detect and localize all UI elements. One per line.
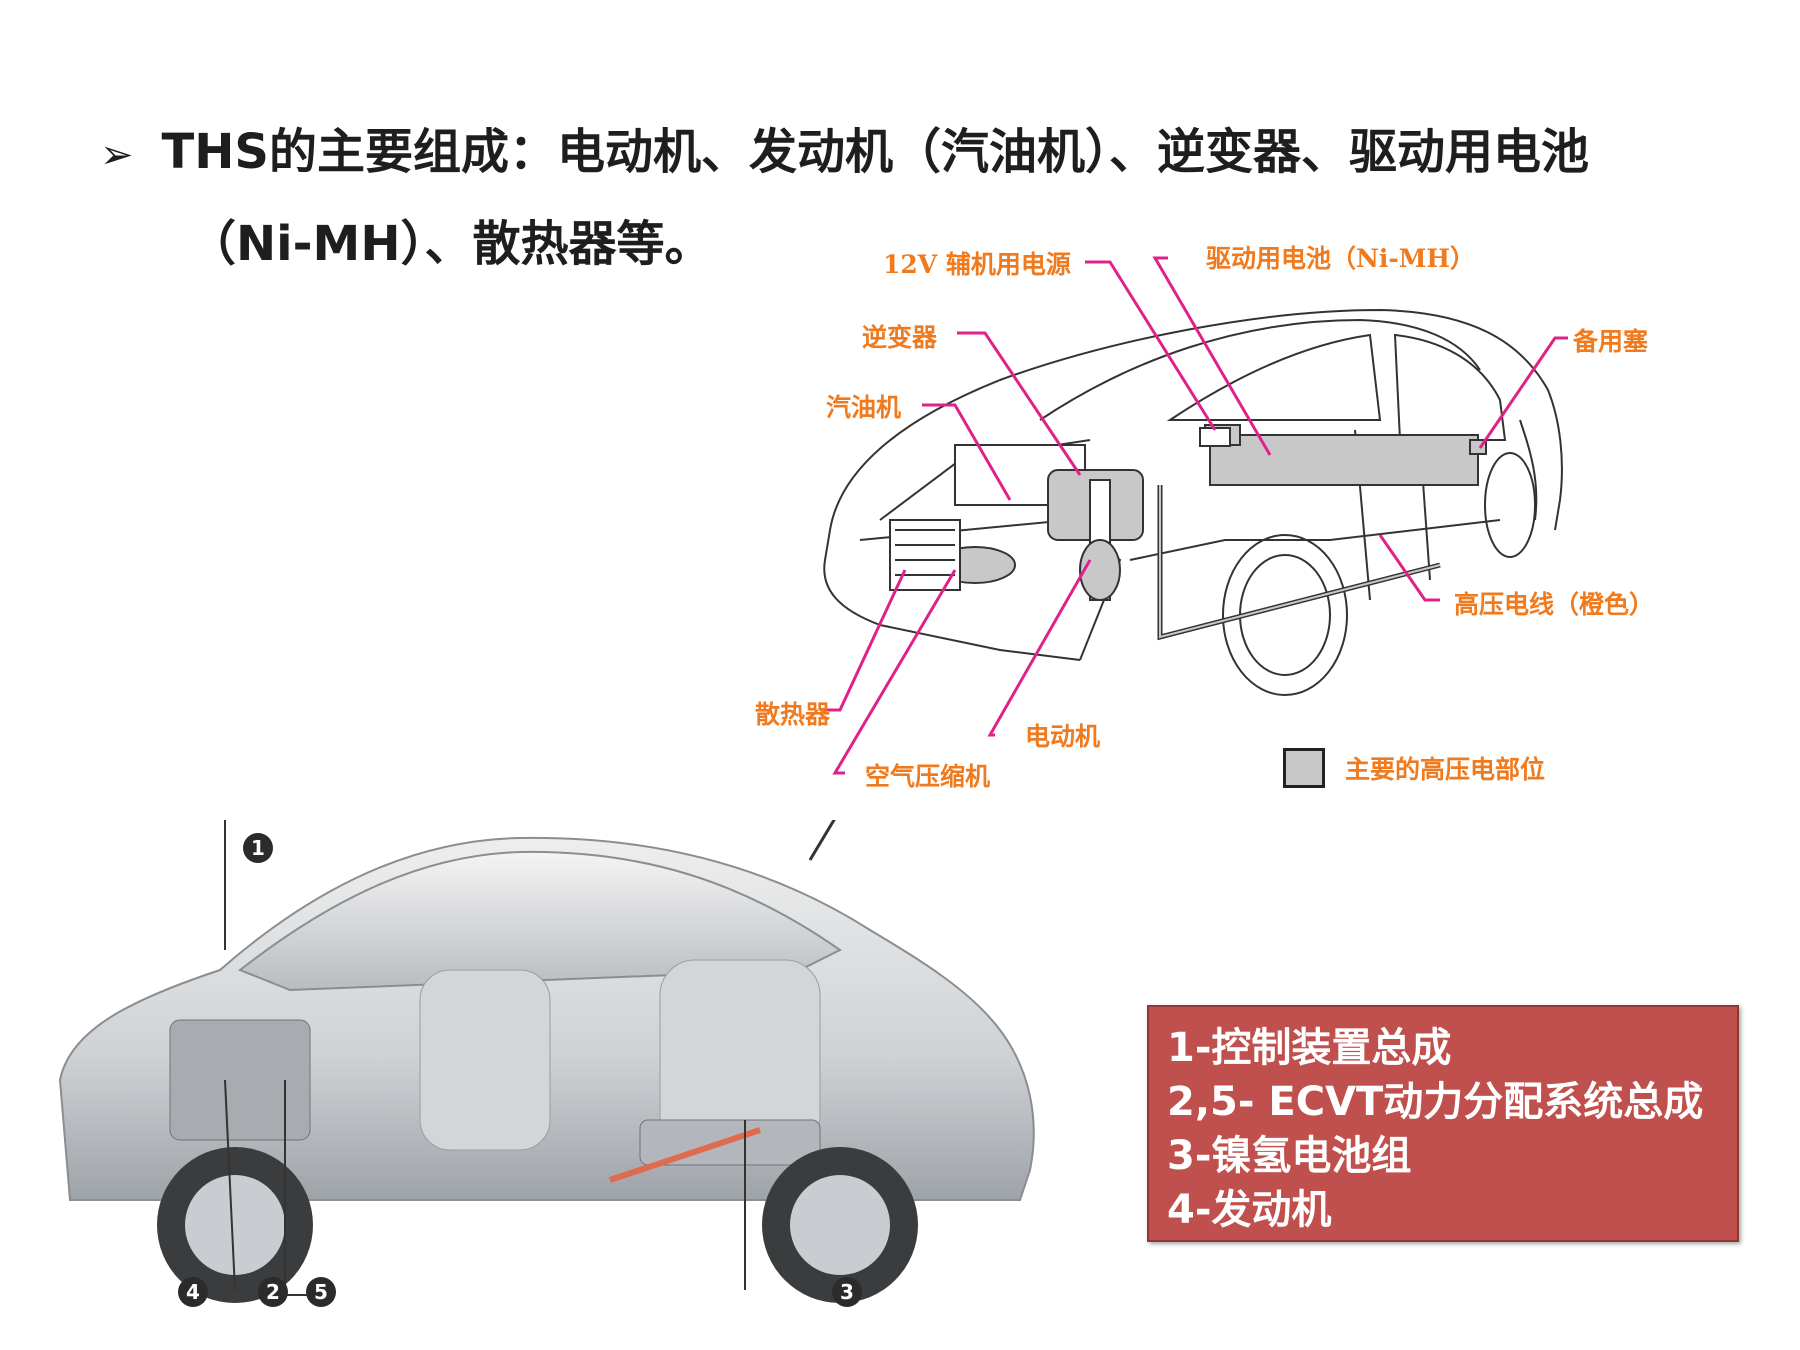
label-drive-battery: 驱动用电池（Ni-MH） [1206, 244, 1476, 273]
heading-line-1: THS的主要组成：电动机、发动机（汽油机）、逆变器、驱动用电池 [161, 124, 1590, 180]
component-key-box: 1-控制装置总成 2,5- ECVT动力分配系统总成 3-镍氢电池组 4-发动机 [1147, 1005, 1739, 1242]
key-line-1: 1-控制装置总成 [1167, 1025, 1452, 1071]
badge-3: 3 [832, 1277, 862, 1307]
engine-bay-components [889, 424, 1487, 601]
key-line-4: 4-发动机 [1167, 1187, 1332, 1233]
badge-5: 5 [306, 1277, 336, 1307]
legend-text: 主要的高压电部位 [1345, 755, 1546, 784]
label-inverter: 逆变器 [862, 323, 938, 352]
badge-2: 2 [258, 1277, 288, 1307]
label-motor: 电动机 [1025, 722, 1101, 751]
key-line-2: 2,5- ECVT动力分配系统总成 [1167, 1079, 1704, 1125]
arrow-bullet-icon: ➢ [100, 132, 134, 178]
leader-lines [822, 256, 1568, 775]
label-spare-plug: 备用塞 [1573, 327, 1649, 356]
heading-line-2: （Ni-MH）、散热器等。 [188, 216, 713, 272]
badge-1: 1 [243, 833, 273, 863]
drive-battery-part [1209, 434, 1479, 486]
car-outline-drawing [823, 308, 1563, 696]
label-radiator: 散热器 [755, 700, 831, 729]
label-aux-power: 12V 辅机用电源 [883, 250, 1071, 279]
label-air-compressor: 空气压缩机 [865, 762, 991, 791]
bullet-line-1: ➢ THS的主要组成：电动机、发动机（汽油机）、逆变器、驱动用电池 [100, 112, 1589, 182]
badge-4: 4 [178, 1277, 208, 1307]
legend-swatch [1283, 748, 1325, 788]
label-gas-engine: 汽油机 [826, 393, 902, 422]
label-hv-cable: 高压电线（橙色） [1454, 590, 1655, 619]
key-line-3: 3-镍氢电池组 [1167, 1133, 1412, 1179]
cutaway-car-photo [58, 820, 1035, 1303]
motor-part [1079, 539, 1121, 601]
